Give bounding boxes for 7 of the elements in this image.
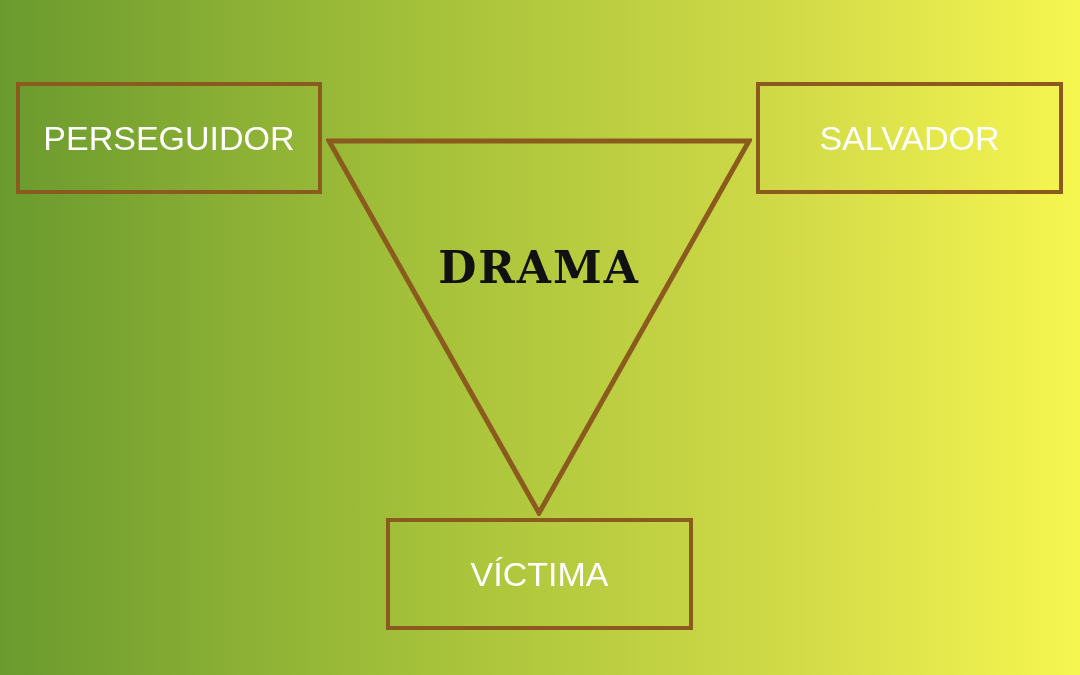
role-box <box>16 82 322 194</box>
role-label: PERSEGUIDOR <box>43 118 295 158</box>
role-label: VÍCTIMA <box>470 554 609 594</box>
role-label: SALVADOR <box>819 118 1000 158</box>
role-box <box>756 82 1063 194</box>
triangle-title: DRAMA <box>437 242 641 293</box>
role-box <box>386 518 693 630</box>
